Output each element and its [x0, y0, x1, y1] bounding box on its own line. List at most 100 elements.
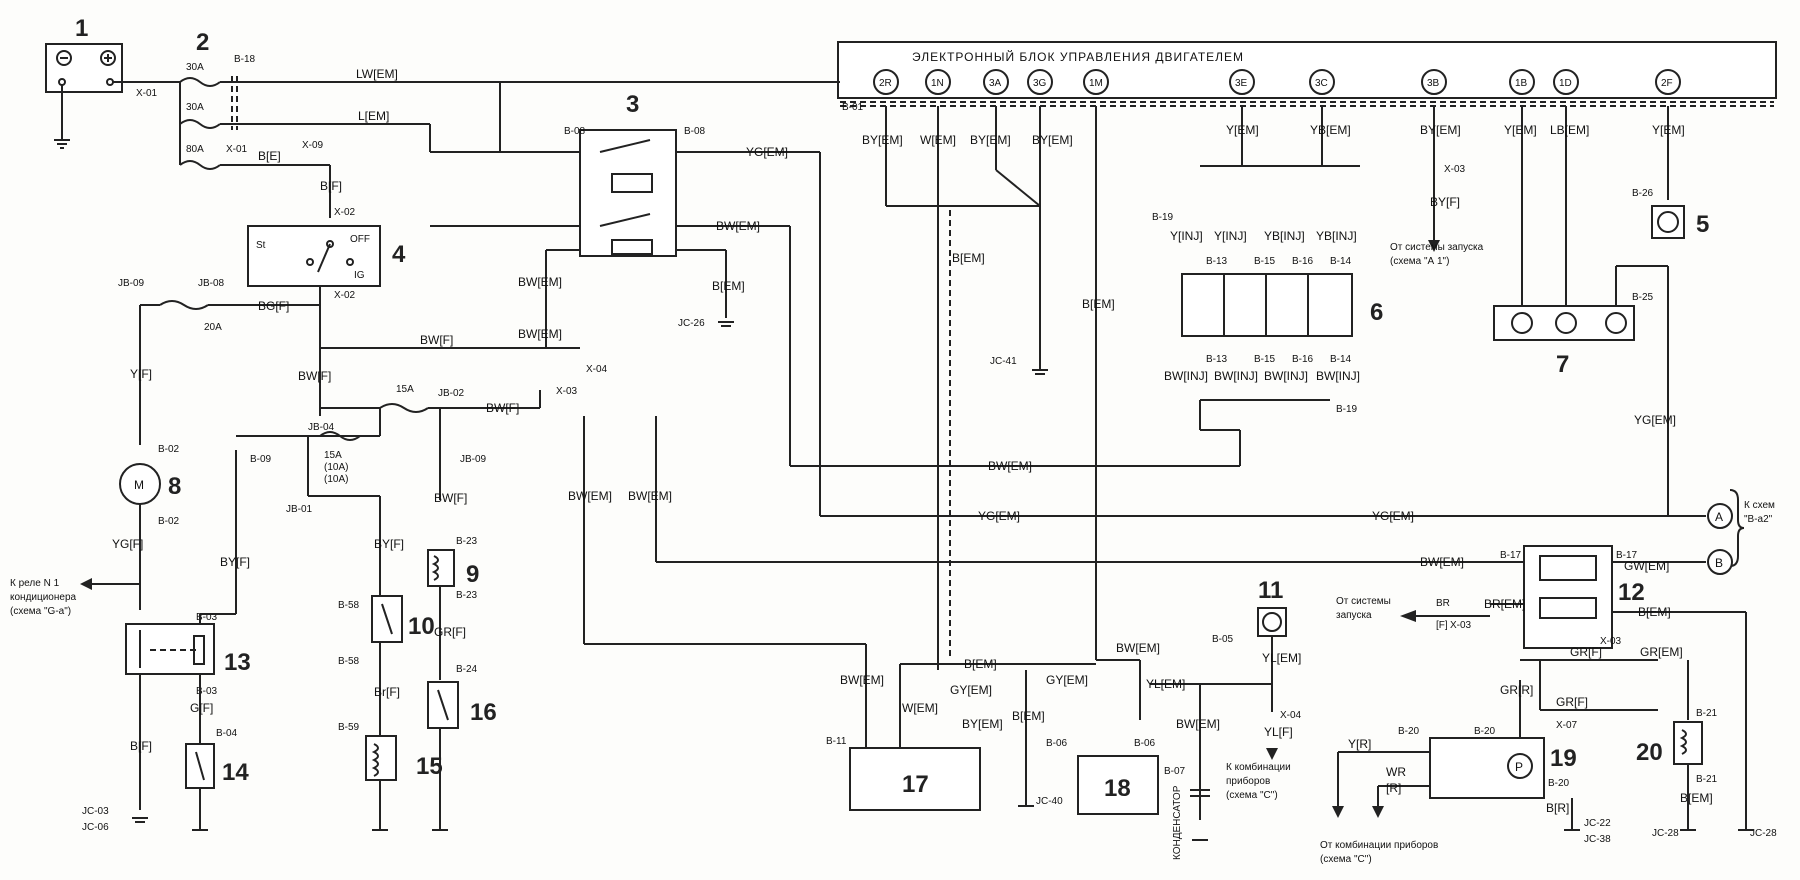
component-20: B-21 20 B-21 B[EM] JC-28: [1636, 660, 1718, 839]
svg-text:15A: 15A: [324, 450, 342, 461]
ignition-switch: X-02 4 OFF St IG X-02: [247, 207, 406, 416]
component-11: 11 B-05 YL[EM] X-04 YL[F] К комбинации п…: [1212, 577, 1302, 801]
ecu-pin-label: 3A: [989, 78, 1002, 89]
svg-text:B-15: B-15: [1254, 256, 1276, 267]
svg-text:BW[EM]: BW[EM]: [840, 673, 884, 687]
svg-text:YG[EM]: YG[EM]: [1634, 413, 1676, 427]
svg-text:M: M: [134, 478, 144, 492]
svg-text:20A: 20A: [204, 322, 222, 333]
ecu-pin-circle: [925, 69, 951, 95]
svg-text:YG[EM]: YG[EM]: [746, 145, 788, 159]
component-5: Y[EM] B-26 5: [1632, 106, 1709, 239]
svg-text:BW[EM]: BW[EM]: [518, 327, 562, 341]
svg-text:Y[INJ]: Y[INJ]: [1170, 229, 1203, 243]
svg-text:X-02: X-02: [334, 207, 356, 218]
svg-text:B-03: B-03: [196, 612, 218, 623]
svg-text:BW[INJ]: BW[INJ]: [1316, 369, 1360, 383]
svg-text:30A: 30A: [186, 102, 204, 113]
svg-text:LB[EM]: LB[EM]: [1550, 123, 1589, 137]
svg-text:B[F]: B[F]: [320, 179, 342, 193]
svg-text:[R]: [R]: [1386, 781, 1401, 795]
svg-text:4: 4: [392, 241, 406, 268]
svg-text:(схема "C"): (схема "C"): [1226, 790, 1278, 801]
fuel-pump-motor: M 8 B-02 YG[F] К реле N 1 кондиционера (…: [10, 463, 181, 617]
svg-text:(10A): (10A): [324, 474, 348, 485]
svg-text:LW[EM]: LW[EM]: [356, 67, 398, 81]
svg-text:X-04: X-04: [1280, 710, 1302, 721]
svg-text:К реле N 1: К реле N 1: [10, 578, 60, 589]
svg-text:15A: 15A: [396, 384, 414, 395]
svg-text:B-15: B-15: [1254, 354, 1276, 365]
ecu-pin-circle: [1027, 69, 1053, 95]
svg-text:L[EM]: L[EM]: [358, 109, 389, 123]
svg-text:JC-26: JC-26: [678, 318, 705, 329]
svg-text:JB-09: JB-09: [460, 454, 487, 465]
svg-text:BW[F]: BW[F]: [420, 333, 453, 347]
svg-text:BW[INJ]: BW[INJ]: [1264, 369, 1308, 383]
svg-text:B[EM]: B[EM]: [952, 251, 985, 265]
svg-text:B[E]: B[E]: [258, 149, 281, 163]
ecu-pin-label: 1B: [1515, 78, 1528, 89]
component-18: B[EM] JC-40 GY[EM] BW[EM] YL[EM] B-06 B-…: [1012, 641, 1272, 860]
ecu-pin-label: 3B: [1427, 78, 1440, 89]
svg-text:WR: WR: [1386, 765, 1406, 779]
svg-text:GY[EM]: GY[EM]: [1046, 673, 1088, 687]
svg-text:YB[INJ]: YB[INJ]: [1264, 229, 1305, 243]
svg-text:GR[EM]: GR[EM]: [1640, 645, 1683, 659]
svg-text:B-16: B-16: [1292, 354, 1314, 365]
svg-text:GR[F]: GR[F]: [1556, 695, 1588, 709]
svg-text:JB-09: JB-09: [118, 278, 145, 289]
svg-text:B-02: B-02: [158, 516, 180, 527]
fuse-jb04: JB-04 15A (10A) (10A) B-09 JB-01 BY[F] B…: [236, 408, 404, 611]
svg-text:B[EM]: B[EM]: [712, 279, 745, 293]
svg-text:B-17: B-17: [1500, 550, 1522, 561]
svg-text:BW[EM]: BW[EM]: [518, 275, 562, 289]
fuse-20a-circuit: JB-09 JB-08 20A BG[F] Y[F] B-02: [118, 278, 320, 455]
svg-text:B-59: B-59: [338, 722, 360, 733]
svg-text:B-26: B-26: [1632, 188, 1654, 199]
svg-text:B[R]: B[R]: [1546, 801, 1569, 815]
svg-text:От системы запуска: От системы запуска: [1390, 242, 1484, 253]
svg-text:GW[EM]: GW[EM]: [1624, 559, 1669, 573]
svg-text:К комбинации: К комбинации: [1226, 761, 1291, 773]
svg-text:B-03: B-03: [196, 686, 218, 697]
svg-text:B-58: B-58: [338, 656, 360, 667]
svg-text:YL[EM]: YL[EM]: [1262, 651, 1301, 665]
svg-text:BW[EM]: BW[EM]: [568, 489, 612, 503]
svg-text:приборов: приборов: [1226, 775, 1270, 787]
svg-text:B-21: B-21: [1696, 708, 1718, 719]
svg-text:X-04: X-04: [586, 364, 608, 375]
svg-text:B-58: B-58: [338, 600, 360, 611]
ecu-pin-circle: [1655, 69, 1681, 95]
svg-text:B[EM]: B[EM]: [1638, 605, 1671, 619]
ecu-pin-label: 3G: [1033, 78, 1047, 89]
ecu-pin-circle: [1309, 69, 1335, 95]
svg-text:Y[EM]: Y[EM]: [1504, 123, 1537, 137]
svg-text:YG[EM]: YG[EM]: [978, 509, 1020, 523]
svg-text:YG[F]: YG[F]: [112, 537, 143, 551]
switch-14: 14: [185, 743, 249, 831]
svg-text:JB-04: JB-04: [308, 422, 335, 433]
svg-text:B-20: B-20: [1398, 726, 1420, 737]
svg-text:GR[F]: GR[F]: [434, 625, 466, 639]
ecu-pin-label: 2F: [1661, 78, 1673, 89]
svg-text:B[F]: B[F]: [130, 739, 152, 753]
svg-text:B[EM]: B[EM]: [1082, 297, 1115, 311]
ecu-pin-circle: [1509, 69, 1535, 95]
svg-text:YL[F]: YL[F]: [1264, 725, 1293, 739]
ecu-pin-label: 1D: [1559, 78, 1572, 89]
ecu-pin-circle: [1083, 69, 1109, 95]
switch-16: 16: [427, 681, 497, 831]
svg-text:JC-28: JC-28: [1652, 828, 1679, 839]
svg-text:Br[F]: Br[F]: [374, 685, 400, 699]
svg-text:BR[EM]: BR[EM]: [1484, 597, 1525, 611]
ecu-pin-circle: [1229, 69, 1255, 95]
svg-text:BW[INJ]: BW[INJ]: [1214, 369, 1258, 383]
svg-text:12: 12: [1618, 579, 1645, 606]
svg-text:К схем: К схем: [1744, 500, 1775, 511]
svg-text:16: 16: [470, 699, 497, 726]
svg-text:B: B: [1715, 556, 1723, 570]
svg-text:BY[EM]: BY[EM]: [862, 133, 903, 147]
svg-text:JC-38: JC-38: [1584, 834, 1611, 845]
svg-text:BW[EM]: BW[EM]: [716, 219, 760, 233]
